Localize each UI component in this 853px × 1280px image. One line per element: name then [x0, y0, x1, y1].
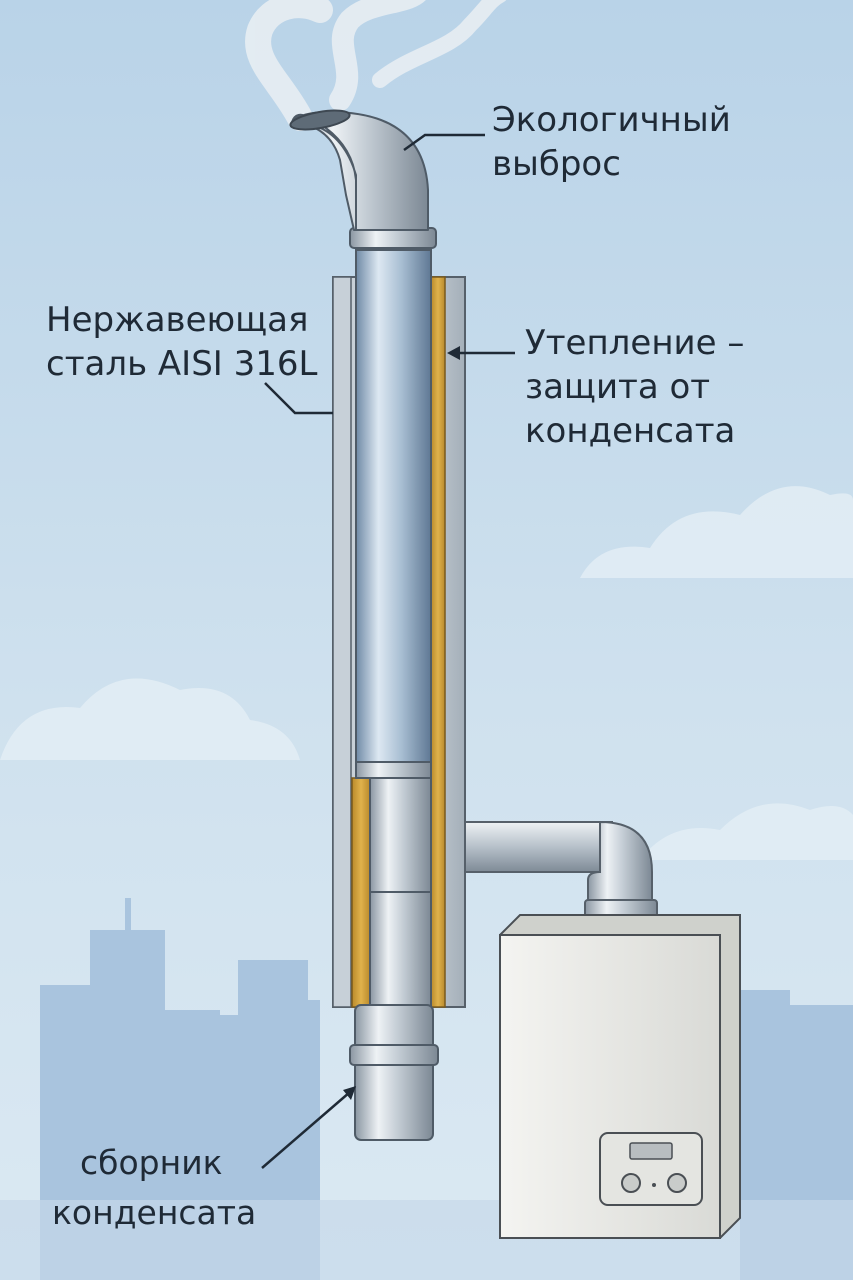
gas-boiler: [499, 914, 741, 1239]
label-insul-line-3: конденсата: [525, 411, 736, 451]
label-cond-line-2: конденсата: [52, 1193, 257, 1232]
boiler-display: [629, 1142, 673, 1160]
label-eco-emission: Экологичный выброс: [492, 98, 731, 186]
label-eco-line-2: выброс: [492, 144, 621, 184]
label-eco-line-1: Экологичный: [492, 100, 731, 140]
leader-insul-arrowhead: [447, 346, 460, 360]
leader-cond-arrowhead: [343, 1086, 356, 1100]
boiler-knob-left: [621, 1173, 641, 1193]
insulation-layer-left-lower: [351, 777, 371, 1008]
label-steel-line-2: сталь AISI 316L: [46, 344, 318, 384]
condensate-collector-pipe: [354, 1004, 434, 1141]
label-steel-line-1: Нержавеющая: [46, 300, 309, 340]
label-insulation: Утепление – защита от конденсата: [525, 321, 744, 453]
elbow-outlet: [289, 109, 351, 131]
inner-pipe-upper: [355, 249, 432, 771]
boiler-knob-right: [667, 1173, 687, 1193]
boiler-flue-pipe: [461, 820, 658, 923]
clouds: [0, 486, 853, 860]
leader-cond: [261, 1091, 351, 1169]
inner-pipe-joint: [355, 761, 432, 779]
label-cond-line-1: сборник: [80, 1143, 223, 1182]
label-insul-line-1: Утепление –: [525, 323, 745, 363]
leader-eco: [403, 133, 485, 152]
insulation-layer-right: [430, 276, 446, 1008]
smoke: [245, 0, 507, 131]
label-insul-line-2: защита от: [525, 367, 711, 407]
leader-lines: [261, 133, 515, 1169]
bottom-collar: [349, 1044, 439, 1066]
label-stainless-steel: Нержавеющая сталь AISI 316L: [46, 298, 317, 386]
leader-steel: [264, 382, 333, 415]
label-condensate-collector: сборник конденсата: [52, 1138, 256, 1238]
